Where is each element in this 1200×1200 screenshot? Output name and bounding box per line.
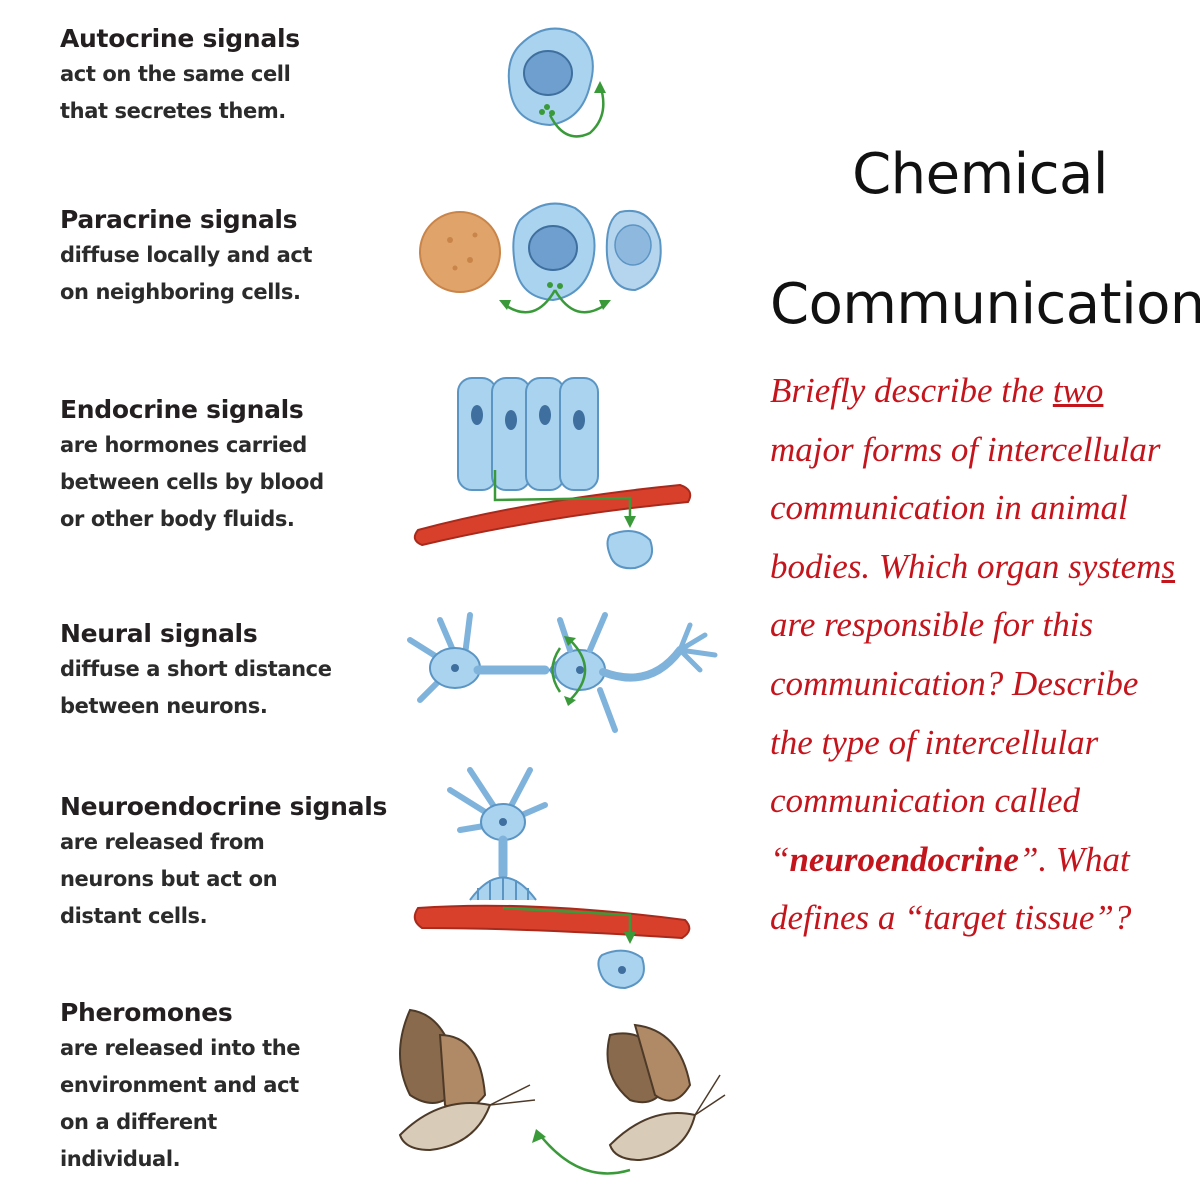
moth-pair-icon — [398, 1008, 726, 1175]
page-title: Chemical Communication — [770, 110, 1200, 370]
signal-title: Autocrine signals — [60, 24, 300, 53]
signal-desc-line: distant cells. — [60, 904, 208, 928]
signal-desc-line: or other body fluids. — [60, 507, 295, 531]
title-line-2: Communication — [770, 272, 1200, 337]
signal-desc-line: on a different — [60, 1110, 217, 1134]
signal-title: Neural signals — [60, 619, 258, 648]
endocrine-cells-icon — [413, 377, 692, 570]
signal-neuroendocrine: Neuroendocrine signals are released from… — [60, 790, 400, 935]
question-part: major forms of intercellular communicati… — [770, 429, 1162, 586]
signal-desc-line: between cells by blood — [60, 470, 324, 494]
neuroendocrine-neuron-icon — [413, 767, 691, 990]
signal-desc-line: are released from — [60, 830, 265, 854]
question-part: ”. What defines a “target tissue”? — [770, 839, 1132, 938]
signal-title: Endocrine signals — [60, 395, 304, 424]
question-underlined-s: s — [1161, 546, 1176, 586]
signal-pheromones: Pheromones are released into the environ… — [60, 996, 400, 1178]
signal-desc-line: act on the same cell — [60, 62, 291, 86]
signal-title: Pheromones — [60, 998, 233, 1027]
signal-desc-line: that secretes them. — [60, 99, 286, 123]
signal-desc-line: are hormones carried — [60, 433, 307, 457]
title-line-1: Chemical — [852, 142, 1108, 207]
signal-title: Neuroendocrine signals — [60, 792, 388, 821]
signal-title: Paracrine signals — [60, 205, 298, 234]
autocrine-cell-icon — [507, 27, 606, 138]
signal-autocrine: Autocrine signals act on the same cell t… — [60, 22, 400, 130]
signal-desc-line: diffuse a short distance — [60, 657, 332, 681]
signal-desc-line: between neurons. — [60, 694, 268, 718]
signal-desc-line: environment and act — [60, 1073, 299, 1097]
question-part: Briefly describe the — [770, 371, 1053, 410]
signal-neural: Neural signals diffuse a short distance … — [60, 617, 400, 725]
signal-desc-line: are released into the — [60, 1036, 301, 1060]
question-text: Briefly describe the two major forms of … — [770, 362, 1180, 948]
question-part: are responsible for this communication? … — [770, 605, 1139, 879]
signal-paracrine: Paracrine signals diffuse locally and ac… — [60, 203, 400, 311]
paracrine-cells-icon — [419, 202, 662, 314]
signal-desc-line: diffuse locally and act — [60, 243, 313, 267]
signal-desc-line: on neighboring cells. — [60, 280, 301, 304]
neuron-pair-icon — [407, 612, 718, 733]
signal-desc-line: neurons but act on — [60, 867, 278, 891]
question-bold-neuroendocrine: neuroendocrine — [789, 839, 1019, 879]
signal-endocrine: Endocrine signals are hormones carried b… — [60, 393, 400, 538]
signal-desc-line: individual. — [60, 1147, 181, 1171]
question-underlined-two: two — [1052, 371, 1104, 410]
